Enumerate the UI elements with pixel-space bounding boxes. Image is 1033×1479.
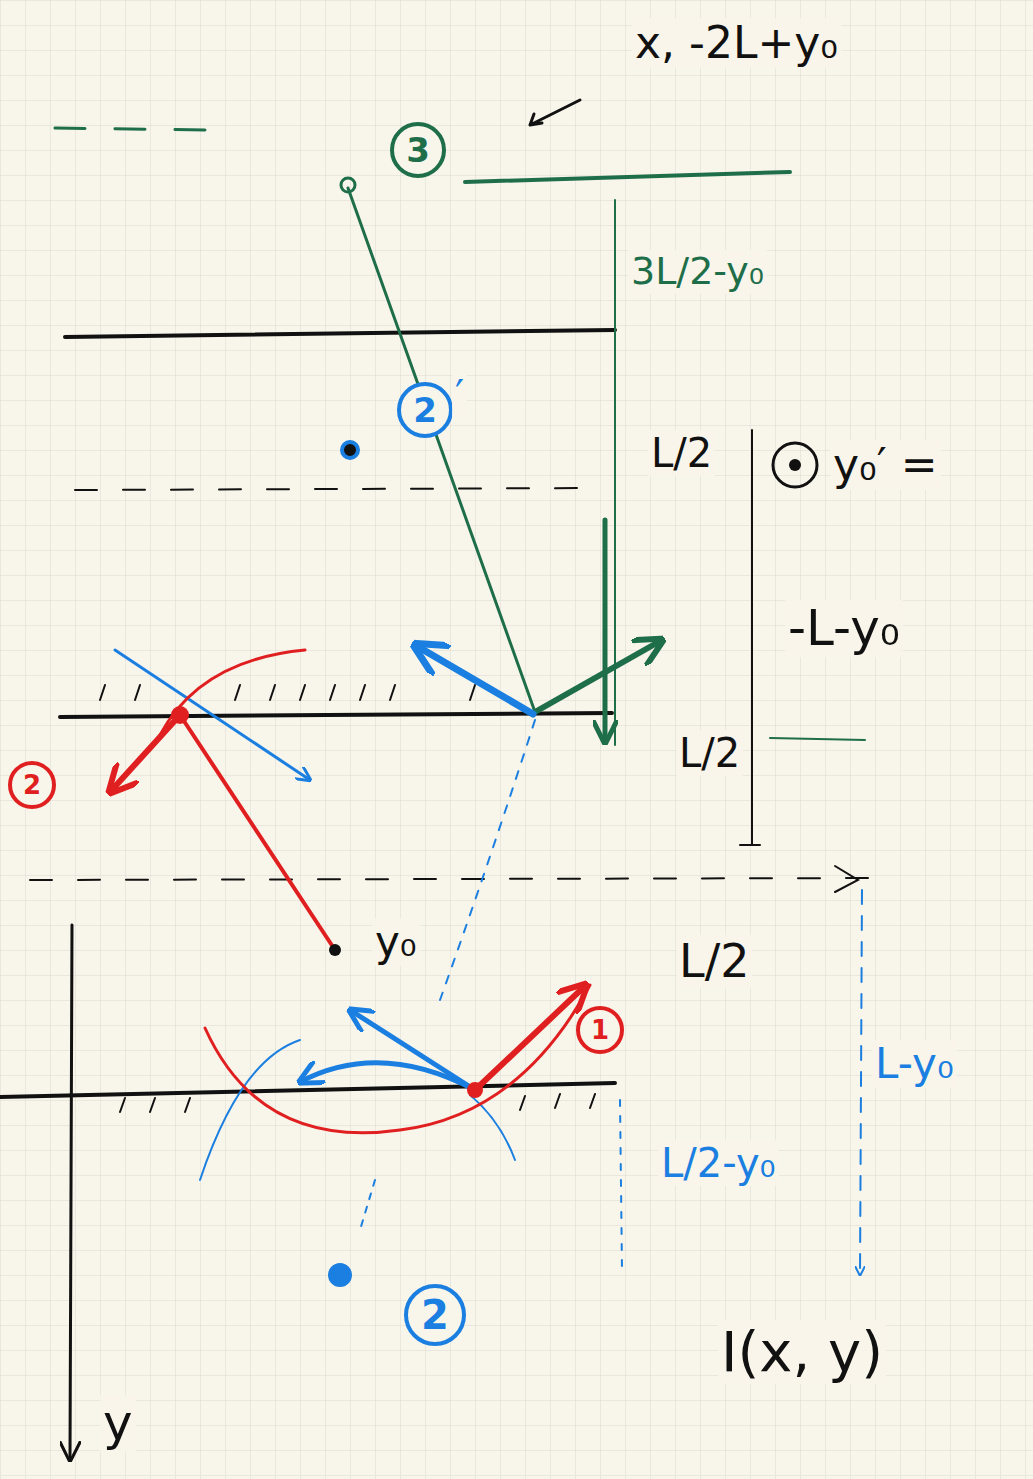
reflection-point (171, 706, 189, 724)
dashed-ray (360, 1180, 375, 1230)
dashed-guide (55, 128, 210, 130)
image-plane (465, 172, 790, 182)
leader-arrow (530, 100, 580, 125)
callout-text: 2 (421, 1295, 449, 1335)
function-name: I(x, y) (718, 1320, 886, 1384)
callout-number: 3 (390, 122, 446, 178)
distance: 3L/2-y₀ (628, 250, 767, 294)
arc (160, 650, 305, 735)
dashed-guide (30, 878, 880, 880)
reflected-ray (110, 715, 180, 792)
callout-text: 2 (23, 772, 41, 798)
dashed-guide (75, 488, 600, 490)
callout-text: 3 (406, 133, 430, 167)
coordinate-note: x, -2L+y₀ (632, 18, 841, 68)
dimension-line (620, 1100, 622, 1270)
surface-line (65, 330, 615, 337)
ray (115, 650, 310, 780)
distance: L/2 (676, 730, 743, 776)
coordinate-note: y₀′ = (830, 440, 941, 490)
distance: L/2 (648, 430, 715, 476)
circled-dot (773, 443, 817, 487)
image-point (341, 178, 355, 192)
reflection-point (467, 1082, 483, 1098)
callout-number: 2 (8, 761, 56, 809)
prime-mark: ′ (452, 372, 467, 418)
source-point (329, 944, 341, 956)
arc (300, 1063, 475, 1090)
ray (475, 985, 586, 1090)
distance: L/2-y₀ (658, 1140, 779, 1186)
axis-label: y (100, 1395, 136, 1452)
ray (348, 188, 535, 712)
distance: -L-y₀ (785, 600, 903, 657)
surface-line (0, 1083, 615, 1097)
callout-text: 1 (591, 1017, 609, 1043)
ray (180, 715, 335, 950)
tick (770, 738, 865, 740)
image-point (342, 442, 358, 458)
dashed-ray (440, 720, 535, 1000)
circled-dot (789, 459, 801, 471)
reflected-ray (535, 640, 662, 712)
drawing (0, 100, 880, 1460)
callout-number: 1 (576, 1006, 624, 1054)
callout-text: 2 (413, 393, 437, 427)
ray (350, 1010, 475, 1090)
y-axis (70, 925, 72, 1460)
point-name: y₀ (372, 918, 420, 966)
hatching (100, 685, 475, 700)
reflected-ray (415, 645, 533, 714)
callout-number: 2 (397, 382, 453, 438)
dimension-bracket (740, 430, 760, 845)
arrow-tip (835, 866, 858, 892)
green-arrow (603, 520, 608, 742)
hatching (120, 1094, 595, 1112)
arc (205, 985, 590, 1133)
dimension-line (860, 890, 862, 1275)
distance: L-y₀ (872, 1040, 957, 1088)
distance: L/2 (676, 935, 752, 988)
image-point (330, 1265, 350, 1285)
callout-number: 2 (404, 1284, 466, 1346)
